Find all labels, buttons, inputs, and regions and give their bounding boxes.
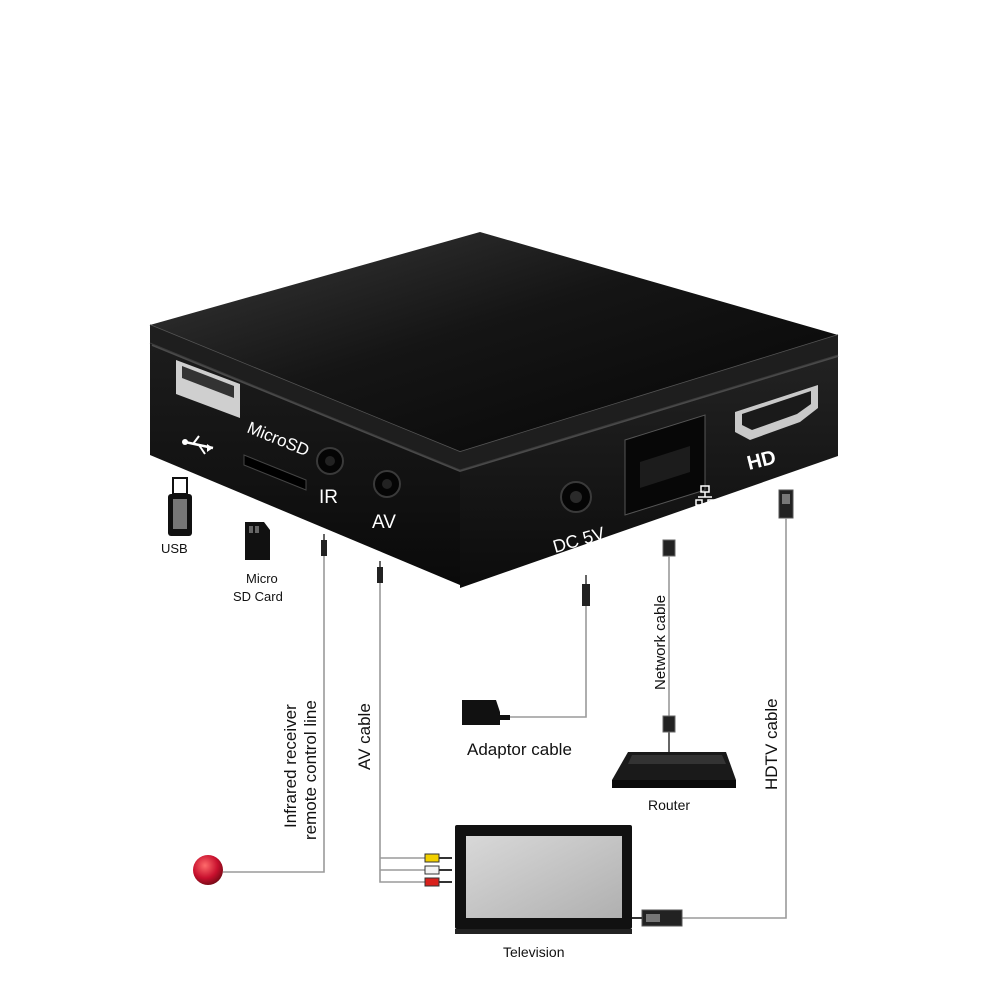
ir-port-label: IR — [319, 487, 338, 508]
usb-symbol-icon — [182, 435, 214, 455]
micro-sd-label-line2: SD Card — [233, 589, 283, 604]
tv-box-device: MicroSD IR AV DC 5V HD — [149, 232, 839, 588]
micro-sd-card-icon — [245, 522, 270, 560]
ir-receiver-ball — [193, 855, 223, 885]
micro-sd-label-line1: Micro — [246, 571, 278, 586]
av-red-plug — [424, 877, 440, 887]
av-white-plug — [424, 865, 440, 875]
lan-symbol-icon — [695, 485, 715, 506]
network-cable-label: Network cable — [652, 595, 669, 690]
adaptor-cable — [510, 575, 590, 718]
av-port-label: AV — [372, 512, 396, 533]
usb-stick-icon — [168, 477, 192, 536]
av-cable — [377, 561, 452, 887]
network-cable — [662, 539, 676, 752]
power-adaptor-icon — [462, 700, 510, 725]
hdtv-cable — [632, 489, 794, 927]
ir-cable-label-line1: Infrared receiver — [281, 704, 300, 828]
usb-port — [176, 360, 240, 418]
hdmi-port-icon — [735, 385, 818, 440]
microsd-slot — [243, 454, 307, 491]
television-label: Television — [503, 944, 564, 960]
device-top-surface — [150, 232, 838, 452]
av-yellow-plug — [424, 853, 440, 863]
router-label: Router — [648, 797, 690, 813]
ir-cable-label-line2: remote control line — [301, 700, 320, 840]
av-cable-label: AV cable — [355, 703, 374, 770]
router-icon — [612, 752, 736, 788]
ir-cable — [223, 534, 327, 873]
usb-label: USB — [161, 541, 188, 556]
television-icon — [455, 825, 632, 934]
adaptor-cable-label: Adaptor cable — [467, 740, 572, 759]
lan-port — [624, 414, 706, 516]
hdtv-cable-label: HDTV cable — [762, 698, 781, 790]
